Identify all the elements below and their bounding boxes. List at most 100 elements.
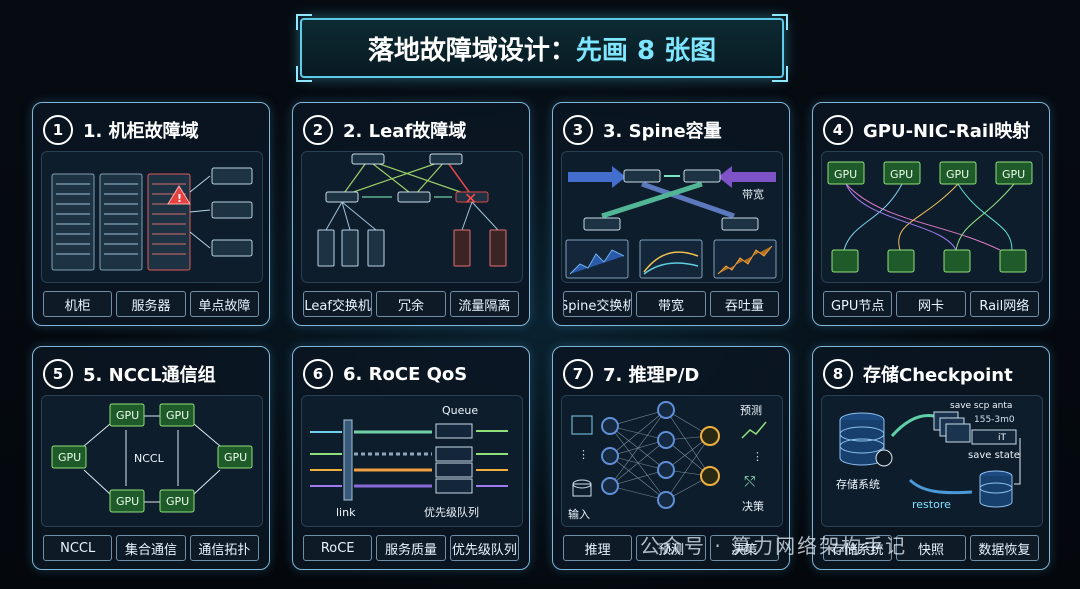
card-number: 5 — [43, 359, 73, 389]
card-gpu-nic-rail: 4 GPU-NIC-Rail映射 GPU GPU GPU GPU — [812, 102, 1050, 326]
card-number: 7 — [563, 359, 593, 389]
sync-icon — [875, 449, 893, 467]
card-header: 6 6. RoCE QoS — [303, 359, 467, 389]
tag-row: NCCL 集合通信 通信拓扑 — [41, 535, 261, 561]
gpu-label: GPU — [834, 168, 857, 181]
card-header: 2 2. Leaf故障域 — [303, 115, 466, 145]
gpu-label: GPU — [166, 495, 189, 508]
tag-row: 存储系统 快照 数据恢复 — [821, 535, 1041, 561]
tag: NCCL — [43, 535, 113, 561]
tag: Leaf交换机 — [303, 291, 373, 317]
card-number: 8 — [823, 359, 853, 389]
snapshot-icon — [933, 411, 971, 443]
card-title: 2. Leaf故障域 — [343, 121, 467, 142]
card-title: 3. Spine容量 — [603, 121, 722, 142]
card-number: 6 — [303, 359, 333, 389]
neural-net-diagram: ⋮ 输入 预测 ⋮ ⤲ 决策 — [561, 395, 783, 527]
gpu-icon — [51, 403, 253, 513]
card-header: 8 存储Checkpoint — [823, 359, 1013, 389]
warning-icon — [167, 185, 191, 205]
input-label: 输入 — [568, 507, 590, 521]
tag: 优先级队列 — [449, 535, 519, 561]
card-header: 7 7. 推理P/D — [563, 359, 699, 389]
rack-icon — [51, 173, 191, 271]
card-title: 7. 推理P/D — [603, 365, 700, 386]
tag: 通信拓扑 — [189, 535, 259, 561]
restore-label: restore — [912, 498, 951, 511]
nic-icon — [831, 249, 1027, 273]
trend-icon — [741, 421, 767, 439]
gpu-label: GPU — [1002, 168, 1025, 181]
tag-row: 机柜 服务器 单点故障 — [41, 291, 261, 317]
card-storage-checkpoint: 8 存储Checkpoint 存储系统 save scp anta 155-3m… — [812, 346, 1050, 570]
tag: Spine交换机 — [563, 291, 633, 317]
neuron-icon — [601, 401, 675, 509]
card-leaf-fault-domain: 2 2. Leaf故障域 ✕ — [292, 102, 530, 326]
card-title: 5. NCCL通信组 — [83, 365, 216, 386]
tag: 服务质量 — [376, 535, 446, 561]
card-title: 存储Checkpoint — [863, 365, 1013, 386]
priority-queue-label: 优先级队列 — [424, 505, 479, 519]
tag-row: GPU节点 网卡 Rail网络 — [821, 291, 1041, 317]
storage-label: 存储系统 — [836, 477, 880, 491]
watermark: 公众号 · 算力网络架构手记 — [640, 534, 908, 558]
queue-label: Queue — [442, 404, 478, 417]
rail-diagram: GPU GPU GPU GPU — [821, 151, 1043, 283]
tag: 决策 — [709, 535, 779, 561]
title-corner — [772, 14, 788, 30]
gpu-label: GPU — [116, 409, 139, 422]
database-icon — [979, 470, 1013, 508]
page-title-box: 落地故障域设计： 先画 8 张图 — [296, 14, 788, 82]
svg-text:⋮: ⋮ — [752, 450, 763, 463]
card-rack-fault-domain: 1 1. 机柜故障域 ! — [32, 102, 270, 326]
data-icon — [571, 415, 593, 435]
server-icon — [317, 229, 385, 267]
gpu-icon — [827, 161, 1033, 185]
tag: 快照 — [896, 535, 966, 561]
link-label: link — [336, 506, 356, 519]
tag-row: Spine交换机 带宽 吞吐量 — [561, 291, 781, 317]
server-icon — [453, 229, 507, 267]
gpu-label: GPU — [116, 495, 139, 508]
tag: 存储系统 — [823, 535, 893, 561]
card-header: 4 GPU-NIC-Rail映射 — [823, 115, 1030, 145]
tag: 单点故障 — [189, 291, 259, 317]
gpu-label: GPU — [224, 451, 247, 464]
svg-text:!: ! — [177, 192, 182, 205]
card-number: 3 — [563, 115, 593, 145]
card-title: 6. RoCE QoS — [343, 363, 468, 385]
save-state-label: save state — [968, 450, 1020, 461]
card-number: 1 — [43, 115, 73, 145]
svg-text:⋮: ⋮ — [578, 448, 589, 461]
tag: 流量隔离 — [449, 291, 519, 317]
leaf-diagram: ✕ — [301, 151, 523, 283]
page-title-highlight: 先画 8 张图 — [575, 35, 717, 66]
tag: 数据恢复 — [969, 535, 1039, 561]
card-nccl-group: 5 5. NCCL通信组 GPU GPU GPU GPU GPU GPU NCC… — [32, 346, 270, 570]
checkpoint-diagram: 存储系统 save scp anta 155-3m0 iT save state… — [821, 395, 1043, 527]
switch-icon — [583, 169, 759, 231]
tag: 预测 — [636, 535, 706, 561]
card-number: 4 — [823, 115, 853, 145]
nccl-diagram: GPU GPU GPU GPU GPU GPU NCCL — [41, 395, 263, 527]
card-title: 1. 机柜故障域 — [83, 121, 199, 142]
tag: RoCE — [303, 535, 373, 561]
card-number: 2 — [303, 115, 333, 145]
tag: GPU节点 — [823, 291, 893, 317]
server-icon — [211, 167, 253, 257]
fault-x-icon: ✕ — [464, 189, 477, 208]
card-spine-capacity: 3 3. Spine容量 带宽 Spine交换机 — [552, 102, 790, 326]
tag: 服务器 — [116, 291, 186, 317]
save-code-label: 155-3m0 — [974, 415, 1015, 425]
card-header: 5 5. NCCL通信组 — [43, 359, 216, 389]
page-title-main: 落地故障域设计： — [367, 35, 576, 66]
tag: Rail网络 — [969, 291, 1039, 317]
save-label: save scp anta — [950, 401, 1012, 411]
tag: 吞吐量 — [709, 291, 779, 317]
card-roce-qos: 6 6. RoCE QoS Queue — [292, 346, 530, 570]
spine-diagram: 带宽 — [561, 151, 783, 283]
gpu-label: GPU — [946, 168, 969, 181]
title-corner — [296, 66, 312, 82]
rack-diagram: ! — [41, 151, 263, 283]
tag: 带宽 — [636, 291, 706, 317]
